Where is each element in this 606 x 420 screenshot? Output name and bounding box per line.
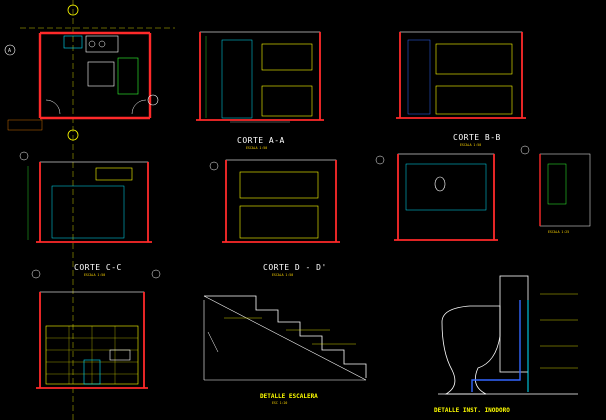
plan-door-swing: [131, 99, 147, 115]
corte-dd-scale: ESCALA 1:50: [272, 273, 293, 277]
section-marker-label: A: [8, 48, 11, 54]
tile-field: [547, 163, 567, 205]
stair-slab-line: [203, 295, 367, 381]
drain-pipe: [471, 300, 521, 392]
section-corte-bb: [396, 31, 526, 119]
section-marker: [31, 269, 41, 279]
corte-aa-title: CORTE A-A: [237, 136, 285, 145]
section-marker: [4, 44, 16, 56]
upper-cabinet: [261, 43, 313, 71]
section-bb-lower: CORTE B-B ESCALA 1:50: [375, 133, 501, 241]
sink-fixture: [109, 349, 131, 361]
wc-fixture: [434, 176, 446, 192]
lower-cabinet: [239, 205, 319, 239]
detalle-inodoro-title: DETALLE INST. INODORO: [434, 407, 510, 414]
detail-inodoro: DETALLE INST. INODORO: [434, 275, 578, 414]
stair-profile: [204, 295, 367, 378]
plan-door-swing: [45, 99, 61, 115]
grid-bubble-top: [67, 4, 79, 16]
wc-bowl: [441, 305, 501, 395]
section-left-middle: [19, 151, 152, 243]
tile-field: [221, 39, 253, 119]
lower-cabinet: [261, 85, 313, 117]
plan-floor-tile-zone: [87, 61, 115, 87]
corte-bb-scale: ESCALA 1:50: [460, 143, 481, 147]
tile-field: [405, 163, 487, 211]
detail-bb-side: ESCALA 1:25: [520, 145, 591, 234]
plan-fixture: [85, 35, 119, 53]
section-marker: [375, 155, 385, 165]
corte-cc-scale: ESCALA 1:50: [84, 273, 105, 277]
section-center-middle: [209, 159, 340, 243]
upper-cabinet: [95, 167, 133, 181]
detail-bb-side-scale: ESCALA 1:25: [548, 230, 569, 234]
plan-fixture: [117, 57, 139, 95]
grid-bubble-bottom: [67, 129, 79, 141]
section-marker: [19, 151, 29, 161]
upper-cabinet: [239, 171, 319, 199]
section-marker: [151, 269, 161, 279]
corte-cc-title: CORTE C-C: [74, 263, 122, 272]
corte-dd-title: CORTE D - D': [263, 263, 327, 272]
plan-note-box: [7, 119, 43, 131]
section-corte-aa: CORTE A-A ESCALA 1:50: [196, 31, 324, 150]
section-marker: [147, 94, 159, 106]
detalle-escalera-scale: ESC 1:20: [272, 401, 287, 405]
wc-fixture: [83, 359, 101, 385]
section-corte-cc: CORTE C-C ESCALA 1:50: [31, 263, 161, 389]
detalle-escalera-title: DETALLE ESCALERA: [260, 393, 318, 400]
plan-fixture: [63, 35, 83, 49]
detail-escalera: DETALLE ESCALERA ESC 1:20: [203, 295, 367, 405]
plan-fixture: [88, 40, 96, 48]
tile-field: [407, 39, 431, 115]
section-marker: [209, 161, 219, 171]
section-marker: [520, 145, 530, 155]
lower-cabinet: [435, 85, 513, 115]
tile-field: [51, 185, 125, 239]
floor-plan: A: [4, 0, 175, 420]
corte-aa-scale: ESCALA 1:50: [246, 146, 267, 150]
corte-bb-title: CORTE B-B: [453, 133, 501, 142]
break-line: [207, 331, 219, 353]
plan-fixture: [98, 40, 106, 48]
upper-cabinet: [435, 43, 513, 75]
